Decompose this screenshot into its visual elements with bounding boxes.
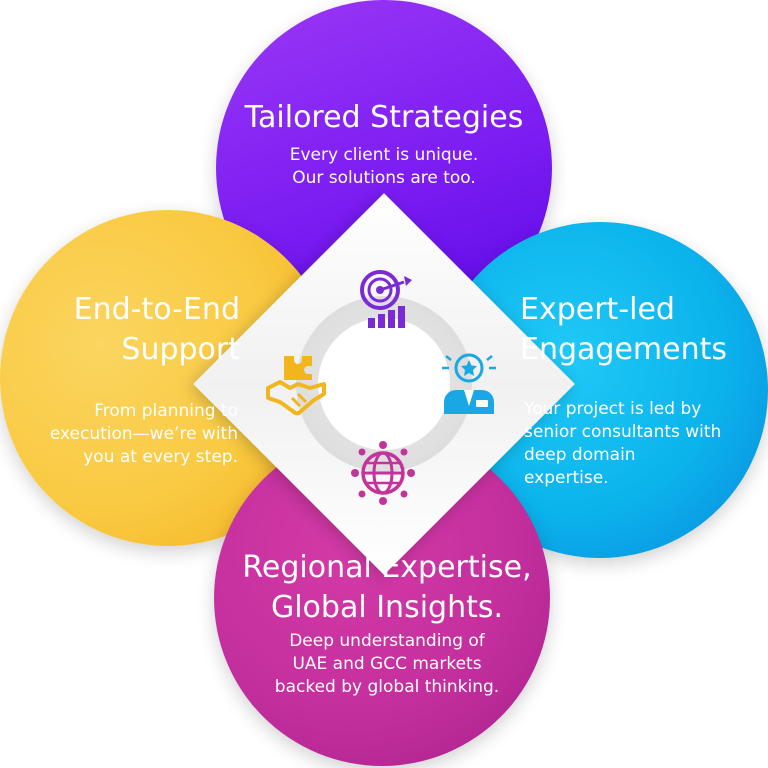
center-hub (318, 318, 450, 450)
expert-led-engagements-description: Your project is led by senior consultant… (524, 398, 754, 490)
description-line: Deep understanding of (289, 631, 485, 651)
title-line: Regional Expertise, (242, 550, 532, 585)
description-line: execution—we’re with (49, 424, 238, 444)
end-to-end-support-description: From planning to execution—we’re with yo… (10, 400, 238, 469)
title-line: Global Insights. (270, 590, 504, 625)
end-to-end-support-title: End-to-End Support (40, 290, 240, 370)
description-line: deep domain (524, 445, 636, 465)
description-line: From planning to (94, 401, 238, 421)
title-line: Expert-led (520, 292, 675, 327)
description-line: you at every step. (83, 447, 238, 467)
description-line: senior consultants with (524, 422, 722, 442)
title-line: End-to-End (73, 292, 240, 327)
target-chart-icon (360, 270, 412, 328)
description-line: backed by global thinking. (274, 677, 500, 697)
tailored-strategies-title: Tailored Strategies (244, 100, 524, 135)
regional-expertise-description: Deep understanding of UAE and GCC market… (214, 630, 560, 699)
description-line: UAE and GCC markets (292, 654, 482, 674)
tailored-strategies-description: Every client is unique. Our solutions ar… (216, 144, 552, 190)
description-line: Every client is unique. (289, 145, 479, 165)
expert-badge-icon (442, 353, 496, 414)
handshake-puzzle-icon (266, 356, 326, 416)
globe-network-icon (351, 441, 415, 505)
title-line: Engagements (520, 332, 727, 367)
description-line: expertise. (524, 468, 609, 488)
regional-expertise-title: Regional Expertise, Global Insights. (214, 548, 560, 628)
description-line: Our solutions are too. (292, 168, 476, 188)
description-line: Your project is led by (524, 399, 702, 419)
title-line: Support (121, 332, 240, 367)
expert-led-engagements-title: Expert-led Engagements (520, 290, 750, 370)
